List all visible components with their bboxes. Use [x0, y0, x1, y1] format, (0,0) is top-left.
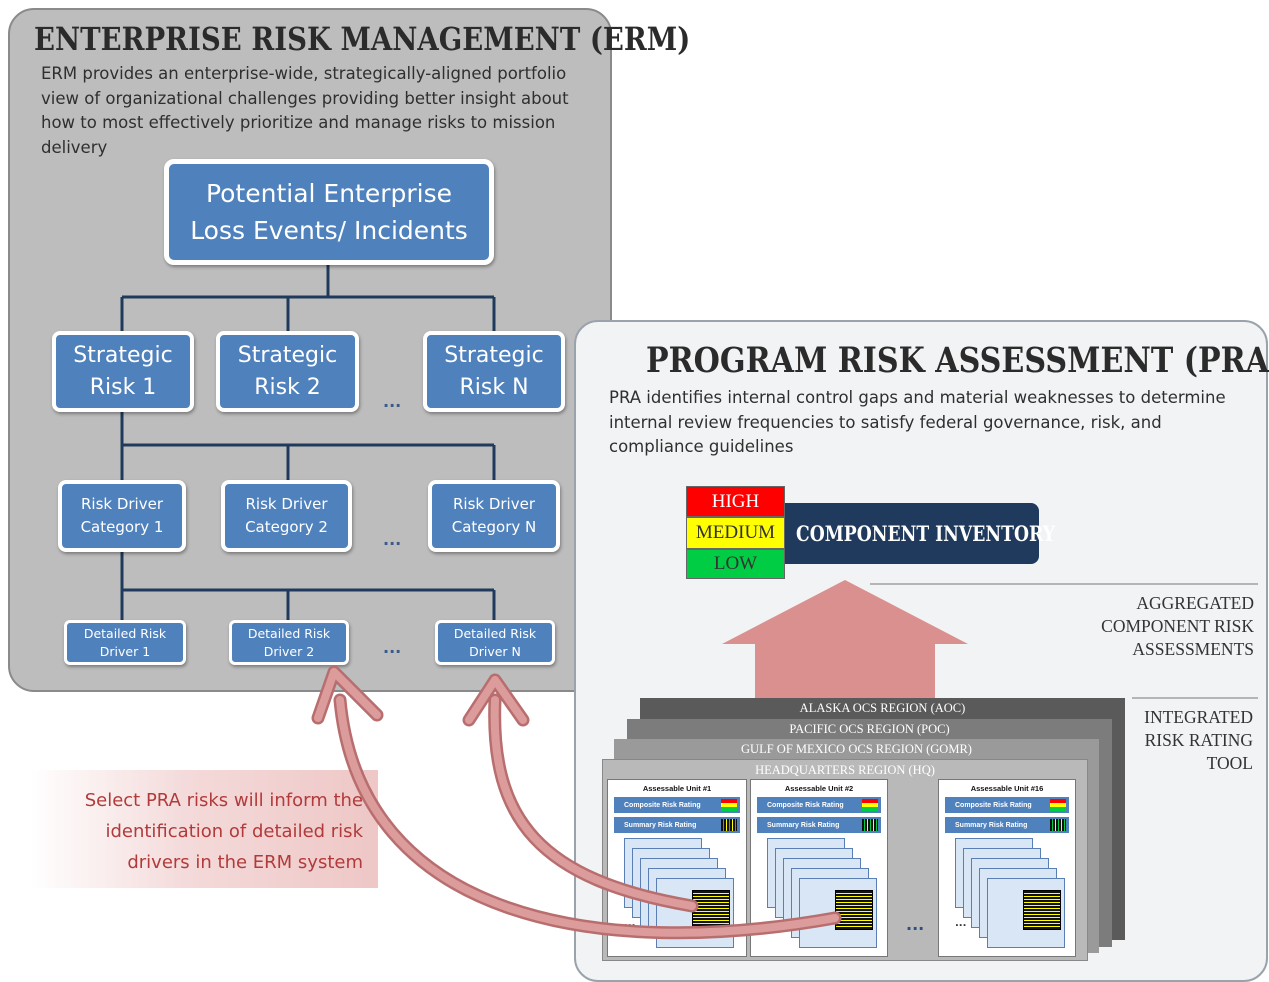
detailed-risk-driver-2-label: Detailed Risk Driver 2	[247, 625, 331, 659]
strategic-risk-2-label: Strategic Risk 2	[237, 342, 338, 400]
strategic-risk-n-box: Strategic Risk N	[423, 331, 565, 412]
detailed-risk-driver-1-box: Detailed Risk Driver 1	[64, 620, 186, 665]
assessable-unit-1-summary-label: Summary Risk Rating	[624, 821, 697, 829]
assessable-unit-2: Assessable Unit #2 Composite Risk Rating…	[750, 779, 888, 957]
composite-rating-mini-icon	[721, 799, 737, 811]
rating-medium: MEDIUM	[686, 517, 785, 549]
component-inventory-bar: COMPONENT INVENTORY	[785, 503, 1055, 564]
data-grid-icon	[1023, 890, 1061, 930]
risk-driver-category-n-label: Risk Driver Category N	[451, 495, 537, 536]
erm-description: ERM provides an enterprise-wide, strateg…	[41, 64, 569, 157]
assessable-unit-16-composite-label: Composite Risk Rating	[955, 801, 1032, 809]
assessable-unit-2-summary: Summary Risk Rating	[757, 817, 881, 833]
unit-ellipsis: ...	[624, 918, 636, 929]
risk-driver-category-1-box: Risk Driver Category 1	[58, 480, 186, 552]
erm-title: ENTERPRISE RISK MANAGEMENT (ERM)	[34, 20, 691, 58]
unit-ellipsis: ...	[955, 918, 967, 929]
assessable-unit-1: Assessable Unit #1 Composite Risk Rating…	[607, 779, 747, 957]
strategic-risk-ellipsis: ...	[383, 392, 402, 411]
assessable-unit-2-title: Assessable Unit #2	[784, 784, 854, 793]
assessable-unit-ellipsis: ...	[906, 915, 925, 934]
assessable-unit-1-title: Assessable Unit #1	[642, 784, 712, 793]
assessable-unit-16: Assessable Unit #16 Composite Risk Ratin…	[938, 779, 1076, 957]
pra-title: PROGRAM RISK ASSESSMENT (PRA)	[646, 340, 1269, 381]
pra-description: PRA identifies internal control gaps and…	[609, 388, 1226, 456]
assessable-unit-2-summary-label: Summary Risk Rating	[767, 821, 840, 829]
assessable-unit-16-composite: Composite Risk Rating	[945, 797, 1069, 813]
risk-driver-category-2-box: Risk Driver Category 2	[221, 480, 352, 552]
data-grid-icon	[692, 890, 730, 930]
strategic-risk-1-box: Strategic Risk 1	[52, 331, 194, 412]
strategic-risk-2-box: Strategic Risk 2	[216, 331, 359, 412]
assessable-unit-2-composite: Composite Risk Rating	[757, 797, 881, 813]
component-inventory-label: COMPONENT INVENTORY	[796, 521, 1056, 546]
risk-driver-category-n-box: Risk Driver Category N	[428, 480, 560, 552]
strategic-risk-n-label: Strategic Risk N	[444, 342, 544, 400]
assessable-unit-16-summary-label: Summary Risk Rating	[955, 821, 1028, 829]
summary-rating-mini-icon	[862, 819, 878, 831]
detailed-risk-driver-1-label: Detailed Risk Driver 1	[83, 625, 167, 659]
assessable-unit-2-composite-label: Composite Risk Rating	[767, 801, 844, 809]
risk-driver-category-2-label: Risk Driver Category 2	[245, 495, 328, 536]
summary-rating-mini-icon	[1050, 819, 1066, 831]
data-grid-icon	[835, 890, 873, 930]
summary-rating-mini-icon	[721, 819, 737, 831]
detailed-risk-driver-n-box: Detailed Risk Driver N	[435, 620, 555, 665]
callout-background	[30, 770, 378, 888]
risk-driver-category-1-label: Risk Driver Category 1	[80, 495, 164, 536]
rating-low: LOW	[686, 549, 785, 579]
risk-driver-category-ellipsis: ...	[383, 530, 402, 549]
strategic-risk-1-label: Strategic Risk 1	[73, 342, 173, 400]
rating-high: HIGH	[686, 486, 785, 517]
assessable-unit-1-summary: Summary Risk Rating	[614, 817, 740, 833]
assessable-unit-16-title: Assessable Unit #16	[970, 784, 1044, 793]
callout-text: Select PRA risks will inform the identif…	[84, 790, 363, 873]
detailed-risk-driver-ellipsis: ...	[383, 638, 402, 657]
potential-loss-events-label: Potential Enterprise Loss Events/ Incide…	[190, 179, 468, 245]
composite-rating-mini-icon	[1050, 799, 1066, 811]
assessable-unit-1-composite-label: Composite Risk Rating	[624, 801, 701, 809]
detailed-risk-driver-n-label: Detailed Risk Driver N	[453, 625, 537, 659]
composite-rating-mini-icon	[862, 799, 878, 811]
potential-loss-events-box: Potential Enterprise Loss Events/ Incide…	[164, 159, 494, 265]
integrated-tool-label: INTEGRATED RISK RATING TOOL	[1144, 707, 1253, 773]
assessable-unit-16-summary: Summary Risk Rating	[945, 817, 1069, 833]
assessable-unit-1-composite: Composite Risk Rating	[614, 797, 740, 813]
detailed-risk-driver-2-box: Detailed Risk Driver 2	[229, 620, 349, 665]
aggregated-assessments-label: AGGREGATED COMPONENT RISK ASSESSMENTS	[1101, 593, 1254, 659]
